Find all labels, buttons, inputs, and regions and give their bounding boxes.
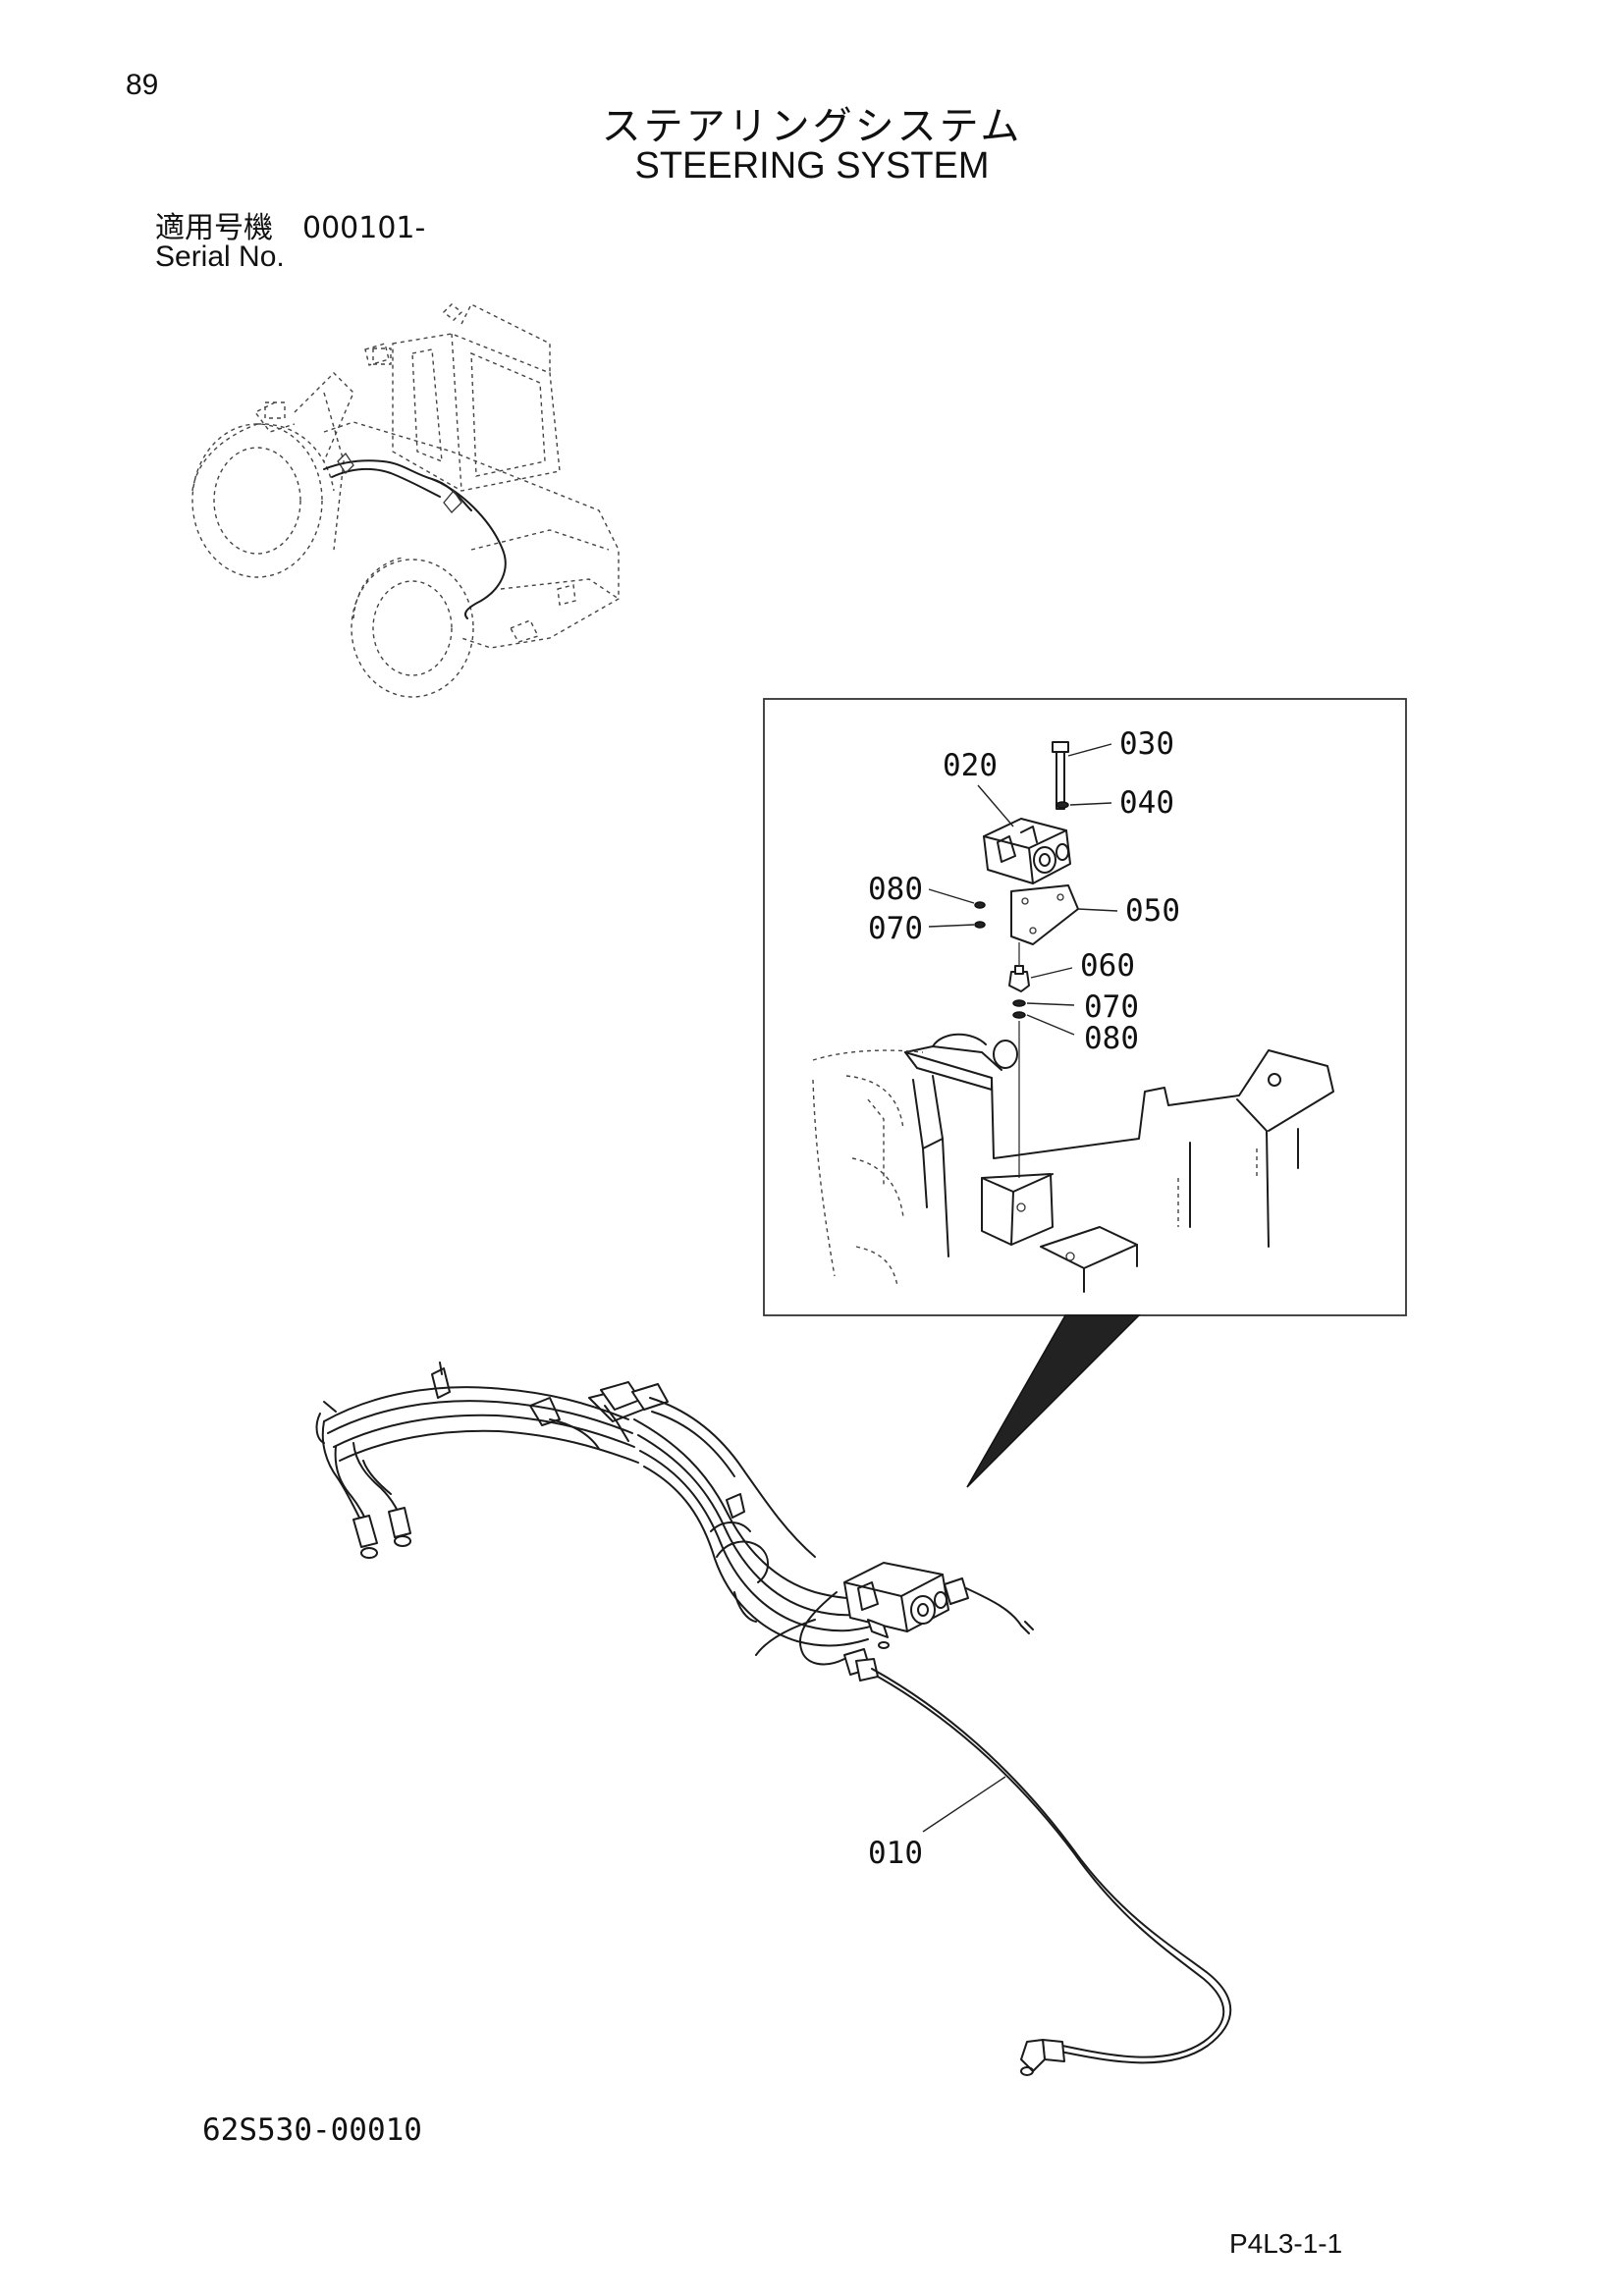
page-title-japanese: ステアリングシステム — [601, 104, 1023, 149]
callout-030: 030 — [1119, 726, 1174, 762]
callout-040: 040 — [1119, 785, 1174, 821]
callout-070-lower: 070 — [1084, 989, 1139, 1025]
callout-050: 050 — [1125, 893, 1180, 929]
serial-label-japanese: 適用号機 000101- — [155, 211, 426, 245]
steering-hose-assembly: 010 — [315, 1362, 1232, 2076]
page-title: STEERING SYSTEM — [634, 145, 990, 187]
part-050-plate — [1010, 884, 1079, 945]
serial-label: Serial No. — [155, 240, 285, 273]
detail-view-box: 030 020 040 080 070 050 060 070 080 — [763, 698, 1407, 1488]
machine-overview-illustration — [191, 303, 620, 698]
callout-020: 020 — [943, 748, 998, 783]
callout-080-lower: 080 — [1084, 1021, 1139, 1056]
frame-pillar — [812, 1033, 1258, 1287]
page-number: 89 — [126, 69, 159, 101]
part-040-washer — [1056, 801, 1069, 809]
part-060-mount — [1008, 965, 1030, 992]
part-code: 62S530-00010 — [202, 2112, 422, 2148]
part-030-bolt — [1052, 741, 1069, 810]
callout-060: 060 — [1080, 948, 1135, 984]
frame-bracket — [904, 1049, 1334, 1293]
part-020-valve — [983, 818, 1071, 884]
callout-080-upper: 080 — [868, 872, 923, 907]
assembly-valve-block — [843, 1562, 969, 1649]
callout-070-upper: 070 — [868, 911, 923, 946]
callout-010: 010 — [868, 1836, 923, 1871]
page-reference: P4L3-1-1 — [1229, 2228, 1343, 2259]
